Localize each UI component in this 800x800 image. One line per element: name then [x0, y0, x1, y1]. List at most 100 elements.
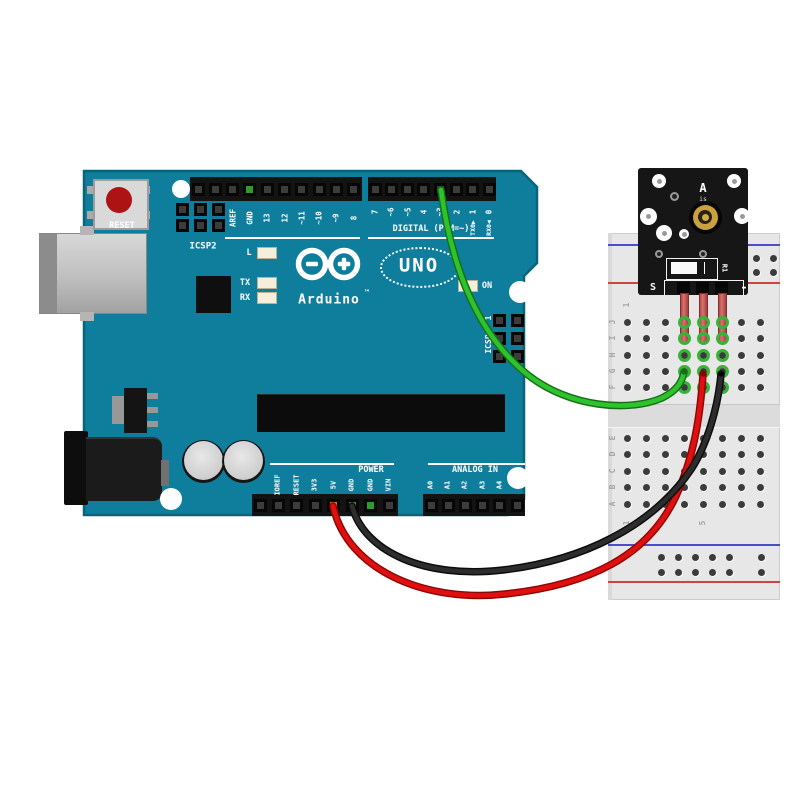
icsp2-pin[interactable]	[175, 202, 189, 216]
breadboard-hole[interactable]	[699, 434, 707, 442]
breadboard-hole[interactable]	[756, 467, 764, 475]
breadboard-hole[interactable]	[737, 483, 745, 491]
rail-hole[interactable]	[725, 568, 733, 576]
icsp-pin[interactable]	[510, 331, 524, 345]
icsp-pin[interactable]	[492, 331, 506, 345]
breadboard-hole[interactable]	[737, 334, 745, 342]
power-pin-5V-4[interactable]	[327, 498, 341, 512]
rail-hole[interactable]	[657, 553, 665, 561]
digital-pin-13[interactable]	[260, 182, 274, 196]
breadboard-hole[interactable]	[756, 334, 764, 342]
breadboard-hole[interactable]	[699, 467, 707, 475]
rail-hole[interactable]	[752, 268, 760, 276]
breadboard-hole[interactable]	[623, 367, 631, 375]
rail-hole[interactable]	[752, 254, 760, 262]
breadboard-hole[interactable]	[642, 351, 650, 359]
breadboard-hole[interactable]	[661, 367, 669, 375]
power-pin-GND-6[interactable]	[364, 498, 378, 512]
power-pin-nc-0[interactable]	[253, 498, 267, 512]
breadboard-hole[interactable]	[623, 483, 631, 491]
power-pin-GND-5[interactable]	[345, 498, 359, 512]
analog-pin-A4[interactable]	[493, 498, 507, 512]
breadboard-hole[interactable]	[661, 450, 669, 458]
digital-pin-2[interactable]	[450, 182, 463, 196]
digital-pin-1[interactable]	[466, 182, 480, 196]
rail-hole[interactable]	[757, 553, 765, 561]
digital-pin-~6[interactable]	[384, 182, 398, 196]
power-pin-RESET-2[interactable]	[290, 498, 304, 512]
rail-hole[interactable]	[691, 553, 699, 561]
breadboard-hole[interactable]	[680, 483, 688, 491]
breadboard-hole[interactable]	[642, 500, 650, 508]
rail-hole[interactable]	[708, 553, 716, 561]
breadboard-hole[interactable]	[642, 367, 650, 375]
breadboard-hole[interactable]	[642, 334, 650, 342]
breadboard-hole[interactable]	[642, 434, 650, 442]
rail-hole[interactable]	[708, 568, 716, 576]
analog-pin-A3[interactable]	[476, 498, 490, 512]
digital-pin-AREF[interactable]	[226, 182, 240, 196]
breadboard-hole[interactable]	[661, 383, 669, 391]
breadboard-hole[interactable]	[642, 450, 650, 458]
icsp2-pin[interactable]	[211, 218, 225, 232]
icsp-pin[interactable]	[492, 349, 506, 363]
breadboard-hole[interactable]	[642, 318, 650, 326]
digital-pin-nc-0[interactable]	[191, 182, 205, 196]
icsp2-pin[interactable]	[193, 218, 207, 232]
rail-hole[interactable]	[769, 254, 777, 262]
breadboard-hole[interactable]	[756, 367, 764, 375]
breadboard-hole[interactable]	[737, 434, 745, 442]
breadboard-hole[interactable]	[737, 367, 745, 375]
digital-pin-12[interactable]	[278, 182, 291, 196]
breadboard-hole[interactable]	[718, 500, 726, 508]
digital-pin-~3[interactable]	[433, 182, 447, 196]
digital-pin-~9[interactable]	[329, 182, 343, 196]
power-pin-IOREF-1[interactable]	[271, 498, 285, 512]
icsp-pin[interactable]	[510, 313, 524, 327]
breadboard-hole[interactable]	[680, 450, 688, 458]
breadboard-hole[interactable]	[661, 351, 669, 359]
breadboard-hole[interactable]	[680, 467, 688, 475]
digital-pin-nc-1[interactable]	[208, 182, 222, 196]
breadboard-hole[interactable]	[623, 334, 631, 342]
breadboard-hole[interactable]	[661, 467, 669, 475]
analog-pin-A2[interactable]	[458, 498, 472, 512]
digital-pin-0[interactable]	[482, 182, 496, 196]
rail-hole[interactable]	[725, 553, 733, 561]
breadboard-hole[interactable]	[718, 467, 726, 475]
breadboard-hole[interactable]	[699, 450, 707, 458]
breadboard-hole[interactable]	[623, 500, 631, 508]
breadboard-hole[interactable]	[661, 434, 669, 442]
digital-pin-GND[interactable]	[243, 182, 257, 196]
icsp-pin[interactable]	[510, 349, 524, 363]
icsp2-pin[interactable]	[211, 202, 225, 216]
analog-pin-A1[interactable]	[441, 498, 455, 512]
power-pin-3V3-3[interactable]	[308, 498, 322, 512]
breadboard-hole[interactable]	[623, 467, 631, 475]
breadboard-hole[interactable]	[642, 467, 650, 475]
breadboard-hole[interactable]	[756, 500, 764, 508]
digital-pin-~11[interactable]	[295, 182, 309, 196]
breadboard-hole[interactable]	[623, 318, 631, 326]
icsp2-pin[interactable]	[175, 218, 189, 232]
analog-pin-A5[interactable]	[510, 498, 524, 512]
rail-hole[interactable]	[757, 568, 765, 576]
breadboard-hole[interactable]	[737, 318, 745, 326]
breadboard-hole[interactable]	[661, 483, 669, 491]
rail-hole[interactable]	[674, 568, 682, 576]
breadboard-hole[interactable]	[623, 351, 631, 359]
digital-pin-8[interactable]	[347, 182, 361, 196]
breadboard-hole[interactable]	[623, 450, 631, 458]
breadboard-hole[interactable]	[623, 434, 631, 442]
breadboard-hole[interactable]	[699, 483, 707, 491]
breadboard-hole[interactable]	[623, 383, 631, 391]
digital-pin-4[interactable]	[417, 182, 431, 196]
breadboard-hole[interactable]	[756, 450, 764, 458]
power-pin-VIN-7[interactable]	[382, 498, 396, 512]
breadboard-hole[interactable]	[756, 434, 764, 442]
breadboard-hole[interactable]	[680, 500, 688, 508]
rail-hole[interactable]	[691, 568, 699, 576]
breadboard-hole[interactable]	[661, 500, 669, 508]
breadboard-hole[interactable]	[737, 450, 745, 458]
breadboard-hole[interactable]	[737, 383, 745, 391]
